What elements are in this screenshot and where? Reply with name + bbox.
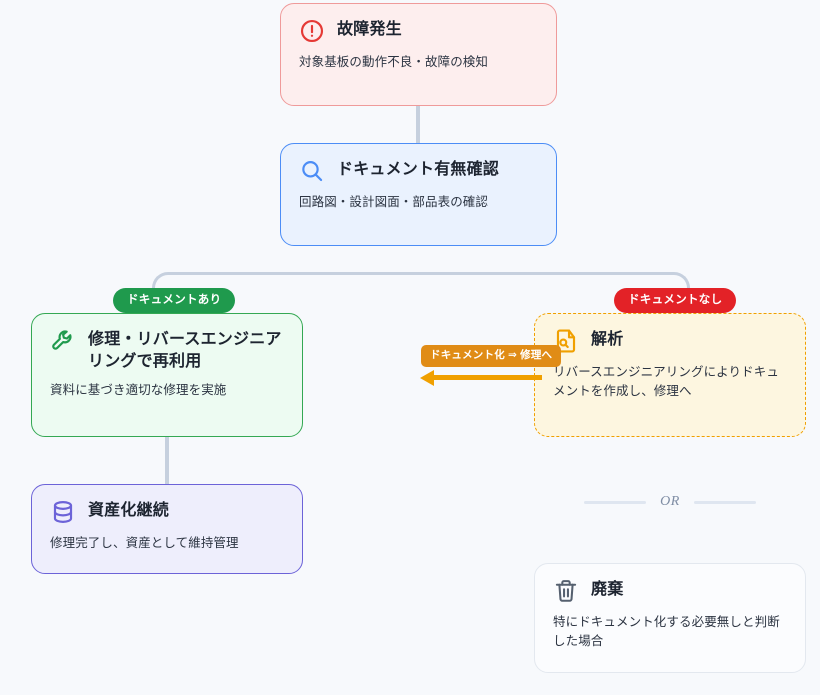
node-fault-desc: 対象基板の動作不良・故障の検知 — [299, 55, 489, 69]
connector-repair-to-asset — [165, 435, 169, 486]
branch-label-has-documents: ドキュメントあり — [113, 288, 236, 314]
trash-icon — [555, 580, 577, 602]
or-divider-rule-right — [693, 500, 756, 504]
node-analysis-header: 解析 — [553, 328, 787, 354]
node-docs-check[interactable]: ドキュメント有無確認 回路図・設計図面・部品表の確認 — [280, 143, 557, 246]
node-fault[interactable]: 故障発生 対象基板の動作不良・故障の検知 — [280, 3, 557, 106]
feedback-arrow-label: ドキュメント化 ⇒ 修理へ — [421, 345, 562, 367]
node-asset-title: 資産化継続 — [88, 502, 170, 519]
branch-label-no-documents: ドキュメントなし — [614, 288, 737, 314]
node-asset-desc: 修理完了し、資産として維持管理 — [50, 536, 239, 550]
node-docs-check-desc: 回路図・設計図面・部品表の確認 — [299, 195, 489, 209]
or-divider-label: OR — [660, 494, 680, 509]
node-docs-check-header: ドキュメント有無確認 — [299, 158, 538, 184]
node-repair-title: 修理・リバースエンジニアリングで再利用 — [88, 331, 282, 370]
node-fault-title: 故障発生 — [337, 21, 402, 38]
feedback-arrow-line — [432, 375, 542, 380]
connector-fault-to-docs — [416, 104, 420, 145]
or-divider-rule-left — [584, 500, 647, 504]
node-repair-desc: 資料に基づき適切な修理を実施 — [50, 383, 227, 398]
node-docs-check-title: ドキュメント有無確認 — [337, 161, 500, 178]
alert-circle-icon — [300, 19, 324, 43]
node-discard-title: 廃棄 — [591, 581, 624, 598]
node-asset-header: 資産化継続 — [50, 499, 284, 525]
database-icon — [53, 501, 73, 523]
node-repair-header: 修理・リバースエンジニアリングで再利用 — [50, 328, 284, 372]
node-discard[interactable]: 廃棄 特にドキュメント化する必要無しと判断した場合 — [534, 563, 806, 673]
feedback-arrow-head-icon — [420, 370, 434, 386]
branch-connector-bracket — [152, 272, 690, 302]
node-repair[interactable]: 修理・リバースエンジニアリングで再利用 資料に基づき適切な修理を実施 — [31, 313, 303, 437]
wrench-icon — [52, 330, 72, 350]
search-icon — [302, 161, 323, 182]
node-analysis-desc: リバースエンジニアリングによりドキュメントを作成し、修理へ — [553, 365, 779, 399]
node-discard-header: 廃棄 — [553, 578, 787, 604]
node-fault-header: 故障発生 — [299, 18, 538, 44]
node-analysis-title: 解析 — [591, 331, 624, 348]
node-analysis[interactable]: 解析 リバースエンジニアリングによりドキュメントを作成し、修理へ — [534, 313, 806, 437]
node-discard-desc: 特にドキュメント化する必要無しと判断した場合 — [553, 615, 780, 649]
or-divider: OR — [584, 492, 756, 512]
node-asset[interactable]: 資産化継続 修理完了し、資産として維持管理 — [31, 484, 303, 574]
